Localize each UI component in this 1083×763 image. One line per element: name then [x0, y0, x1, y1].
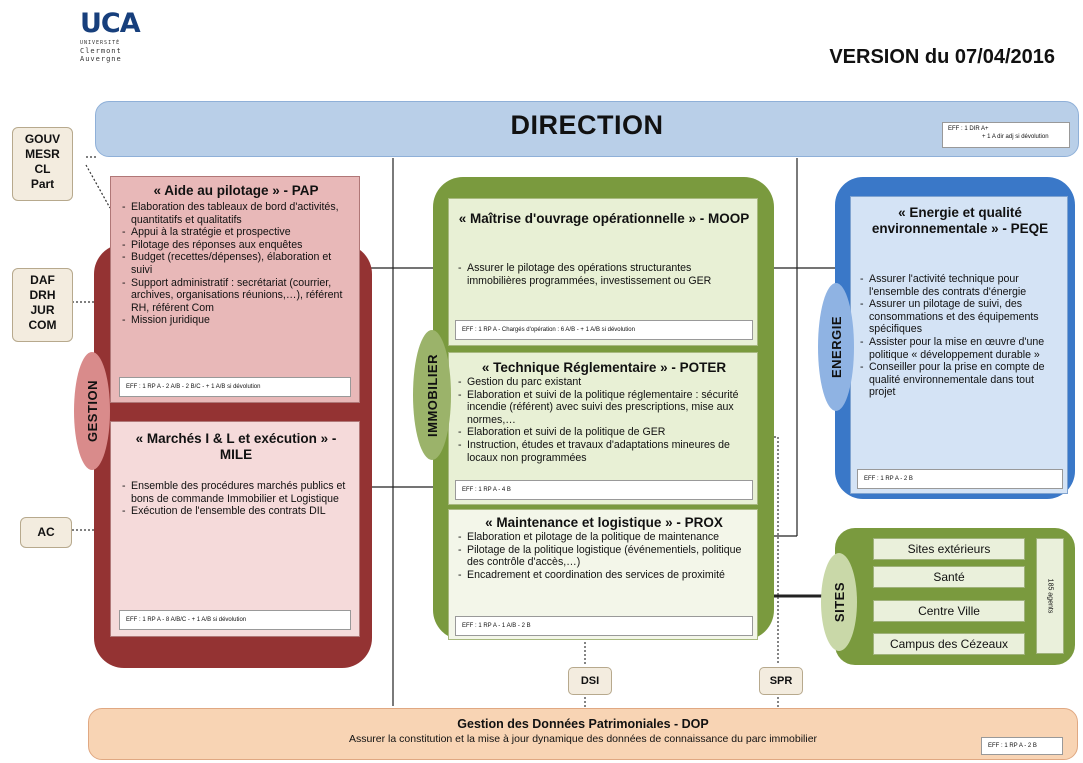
logo-line-clermont: Clermont — [80, 47, 122, 55]
peqe-eff: EFF : 1 RP A - 2 B — [857, 469, 1063, 489]
prox-eff: EFF : 1 RP A - 1 A/B - 2 B — [455, 616, 753, 636]
jur-label: JUR — [30, 303, 55, 317]
gouv-pap-link — [85, 164, 111, 209]
moop-list: Assurer le pilotage des opérations struc… — [455, 262, 751, 287]
pap-item: Support administratif : secrétariat (cou… — [119, 277, 355, 315]
ac-label: AC — [37, 525, 55, 539]
prox-title: « Maintenance et logistique » - PROX — [485, 515, 723, 530]
poter-item: Elaboration et suivi de la politique de … — [455, 426, 751, 439]
pap-item: Budget (recettes/dépenses), élaboration … — [119, 251, 355, 276]
pap-item: Appui à la stratégie et prospective — [119, 226, 355, 239]
gouv-box: GOUV MESR CL Part — [12, 127, 73, 201]
immobilier-pill: IMMOBILIER — [413, 330, 451, 460]
logo-mark: UCA — [80, 8, 141, 39]
site-campus-cezeaux: Campus des Cézeaux — [873, 633, 1025, 655]
pap-panel: « Aide au pilotage » - PAP Elaboration d… — [110, 176, 360, 403]
gestion-pill: GESTION — [74, 352, 110, 470]
dsi-box: DSI — [568, 667, 612, 695]
poter-eff: EFF : 1 RP A - 4 B — [455, 480, 753, 500]
poter-list: Gestion du parc existant Elaboration et … — [455, 376, 751, 464]
university-logo: UCA UNIVERSITÉ Clermont Auvergne — [80, 10, 160, 65]
dop-bar: Gestion des Données Patrimoniales - DOP … — [88, 708, 1078, 760]
version-date: VERSION du 07/04/2016 — [829, 46, 1055, 68]
mile-item: Exécution de l'ensemble des contrats DIL — [119, 505, 351, 518]
sites-pill: SITES — [821, 553, 857, 651]
daf-box: DAF DRH JUR COM — [12, 268, 73, 342]
direction-eff: EFF : 1 DIR A+ + 1 A dir adj si dévoluti… — [942, 122, 1070, 148]
energie-pill: ENERGIE — [818, 283, 854, 411]
moop-eff: EFF : 1 RP A - Chargés d'opération : 6 A… — [455, 320, 753, 340]
peqe-item: Conseiller pour la prise en compte de qu… — [857, 361, 1063, 399]
spr-label: SPR — [769, 675, 793, 687]
spr-box: SPR — [759, 667, 803, 695]
sites-label: SITES — [831, 581, 847, 623]
pap-item: Elaboration des tableaux de bord d'activ… — [119, 201, 355, 226]
pap-item: Pilotage des réponses aux enquêtes — [119, 239, 355, 252]
direction-eff-line1: EFF : 1 DIR A+ — [948, 126, 989, 132]
prox-item: Elaboration et pilotage de la politique … — [455, 531, 751, 544]
daf-label: DAF — [30, 273, 55, 287]
cl-label: CL — [34, 162, 51, 176]
gouv-label: GOUV — [24, 132, 61, 146]
mesr-label: MESR — [25, 147, 60, 161]
site-sites-exterieurs: Sites extérieurs — [873, 538, 1025, 560]
peqe-item: Assurer un pilotage de suivi, des consom… — [857, 298, 1063, 336]
poter-panel: « Technique Réglementaire » - POTER Gest… — [448, 352, 758, 505]
pap-eff: EFF : 1 RP A - 2 A/B - 2 B/C - + 1 A/B s… — [119, 377, 351, 397]
dop-eff: EFF : 1 RP A - 2 B — [981, 737, 1063, 755]
site-centre-ville: Centre Ville — [873, 600, 1025, 622]
poter-title: « Technique Réglementaire » - POTER — [481, 360, 727, 375]
part-label: Part — [30, 177, 55, 191]
direction-eff-line2: + 1 A dir adj si dévolution — [982, 134, 1049, 140]
com-label: COM — [28, 318, 57, 332]
ac-box: AC — [20, 517, 72, 548]
moop-item: Assurer le pilotage des opérations struc… — [455, 262, 751, 287]
peqe-list: Assurer l'activité technique pour l'ense… — [857, 273, 1063, 399]
mile-list: Ensemble des procédures marchés publics … — [119, 480, 351, 518]
logo-line-auvergne: Auvergne — [80, 55, 122, 63]
dop-title: Gestion des Données Patrimoniales - DOP — [457, 717, 709, 731]
direction-title: DIRECTION — [510, 110, 664, 140]
mile-title: « Marchés I & L et exécution » - MILE — [135, 431, 337, 462]
peqe-title: « Energie et qualité environnementale » … — [871, 205, 1049, 236]
peqe-panel: « Energie et qualité environnementale » … — [850, 196, 1068, 494]
pap-title: « Aide au pilotage » - PAP — [153, 183, 319, 198]
poter-item: Elaboration et suivi de la politique rég… — [455, 389, 751, 427]
mile-eff: EFF : 1 RP A - 8 A/B/C - + 1 A/B si dévo… — [119, 610, 351, 630]
agents-count: 185 agents — [1046, 578, 1054, 614]
prox-item: Encadrement et coordination des services… — [455, 569, 751, 582]
mile-panel: « Marchés I & L et exécution » - MILE En… — [110, 421, 360, 637]
moop-title: « Maîtrise d'ouvrage opérationnelle » - … — [458, 211, 750, 226]
drh-label: DRH — [29, 288, 56, 302]
energie-label: ENERGIE — [828, 315, 844, 378]
poter-item: Gestion du parc existant — [455, 376, 751, 389]
pap-list: Elaboration des tableaux de bord d'activ… — [119, 201, 355, 327]
mile-item: Ensemble des procédures marchés publics … — [119, 480, 351, 505]
dsi-label: DSI — [580, 675, 600, 687]
gestion-label: GESTION — [84, 379, 100, 442]
peqe-item: Assister pour la mise en œuvre d'une pol… — [857, 336, 1063, 361]
moop-panel: « Maîtrise d'ouvrage opérationnelle » - … — [448, 198, 758, 346]
direction-bar: DIRECTION EFF : 1 DIR A+ + 1 A dir adj s… — [95, 101, 1079, 157]
prox-list: Elaboration et pilotage de la politique … — [455, 531, 751, 581]
immobilier-label: IMMOBILIER — [424, 353, 440, 437]
dop-subtitle: Assurer la constitution et la mise à jou… — [348, 733, 818, 745]
prox-item: Pilotage de la politique logistique (évé… — [455, 544, 751, 569]
agents-count-box: 185 agents — [1036, 538, 1064, 654]
peqe-item: Assurer l'activité technique pour l'ense… — [857, 273, 1063, 298]
poter-item: Instruction, études et travaux d'adaptat… — [455, 439, 751, 464]
site-sante: Santé — [873, 566, 1025, 588]
logo-line-universite: UNIVERSITÉ — [80, 40, 121, 46]
pap-item: Mission juridique — [119, 314, 355, 327]
prox-panel: « Maintenance et logistique » - PROX Ela… — [448, 509, 758, 640]
